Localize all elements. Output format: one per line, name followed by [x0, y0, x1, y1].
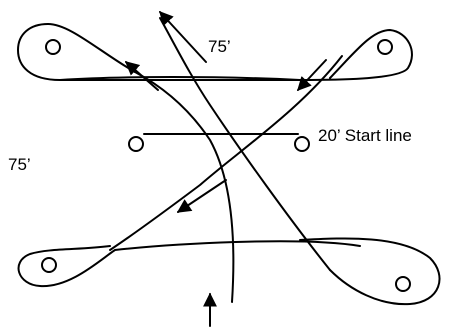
curved-path-from-entry: [134, 71, 235, 303]
loop-top-left: [17, 23, 301, 81]
arrow-top-right-loop: [297, 59, 327, 92]
arrow-center-down: [176, 179, 227, 213]
marker-top-right: [377, 39, 393, 55]
marker-top-left: [45, 39, 61, 55]
marker-start-left: [128, 136, 144, 152]
marker-bottom-right: [395, 276, 411, 292]
arrow-left-loop: [124, 61, 159, 91]
loop-top-right: [59, 29, 413, 82]
loop-bottom-left: [17, 240, 361, 288]
start-line-label: 20’ Start line: [318, 126, 412, 145]
marker-bottom-left: [41, 257, 57, 273]
diagonal-path-rising: [159, 17, 331, 271]
arrow-top-exit: [159, 10, 207, 63]
diagonal-path-falling: [109, 55, 343, 251]
side-dimension-label: 75’: [8, 155, 31, 174]
marker-start-right: [294, 136, 310, 152]
loop-bottom-right: [299, 237, 441, 306]
top-dimension-label: 75’: [208, 37, 231, 56]
